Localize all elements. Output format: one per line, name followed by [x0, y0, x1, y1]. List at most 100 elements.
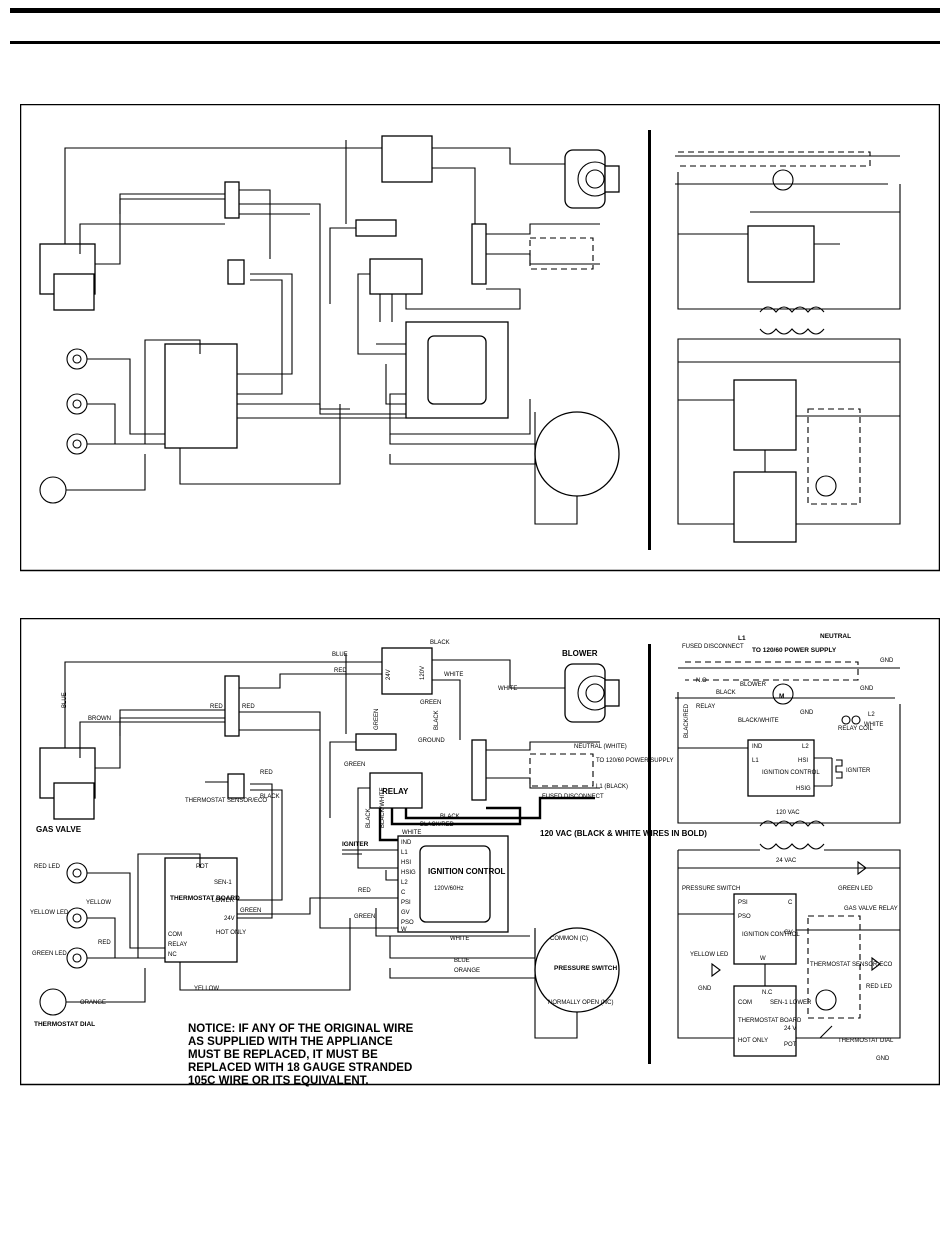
panel-divider — [648, 644, 651, 1064]
thermostat-board: THERMOSTAT BOARD POT SEN-1 LOWER 24V HOT… — [164, 857, 246, 963]
svg-text:IGNITION CONTROL: IGNITION CONTROL — [742, 932, 800, 938]
svg-text:C: C — [401, 890, 406, 896]
svg-text:GND: GND — [800, 710, 814, 716]
svg-text:HOT ONLY: HOT ONLY — [738, 1038, 768, 1044]
svg-text:NOTICE: IF ANY OF THE ORIGINA: NOTICE: IF ANY OF THE ORIGINAL WIRE — [188, 1023, 414, 1035]
svg-text:RED: RED — [98, 940, 111, 946]
svg-text:120V: 120V — [420, 666, 426, 680]
svg-text:NEUTRAL (WHITE): NEUTRAL (WHITE) — [574, 744, 627, 750]
svg-text:RED: RED — [242, 704, 255, 710]
svg-text:GV: GV — [401, 910, 410, 916]
terminal-strip-center — [355, 733, 397, 751]
svg-text:HSI: HSI — [798, 758, 808, 764]
svg-text:RED LED: RED LED — [34, 864, 61, 870]
svg-text:120 VAC (BLACK & WHITE WIRES I: 120 VAC (BLACK & WHITE WIRES IN BOLD) — [540, 829, 707, 838]
svg-text:BLACK: BLACK — [260, 794, 280, 800]
svg-text:IGNITER: IGNITER — [846, 768, 871, 774]
svg-text:PSO: PSO — [401, 920, 414, 926]
svg-text:POT: POT — [196, 864, 209, 870]
svg-text:GND: GND — [698, 986, 712, 992]
svg-text:THERMOSTAT SENSOR-ECO: THERMOSTAT SENSOR-ECO — [810, 962, 893, 968]
blower-motor-icon — [564, 663, 620, 723]
svg-text:TO 120/60 POWER SUPPLY: TO 120/60 POWER SUPPLY — [752, 647, 837, 654]
svg-text:BLACK: BLACK — [440, 814, 460, 820]
svg-text:GREEN LED: GREEN LED — [838, 886, 873, 892]
vac-note: 120 VAC (BLACK & WHITE WIRES IN BOLD) — [540, 829, 707, 838]
svg-text:W: W — [401, 927, 407, 933]
svg-text:GROUND: GROUND — [418, 738, 445, 744]
svg-text:L2: L2 — [401, 880, 408, 886]
svg-text:N.C: N.C — [762, 990, 773, 996]
ignition-terminal-labels: IND L1 HSI HSIG L2 C PSI GV PSO W — [401, 840, 416, 933]
red-led-symbol — [871, 956, 881, 972]
svg-text:RED: RED — [334, 668, 347, 674]
svg-text:THERMOSTAT DIAL: THERMOSTAT DIAL — [34, 1021, 95, 1028]
green-led-symbol — [857, 860, 867, 876]
svg-text:BROWN: BROWN — [88, 716, 111, 722]
svg-text:COM: COM — [738, 1000, 752, 1006]
svg-text:BLUE: BLUE — [332, 652, 348, 658]
svg-text:PSI: PSI — [401, 900, 411, 906]
svg-text:THERMOSTAT BOARD: THERMOSTAT BOARD — [738, 1018, 802, 1024]
upper-wiring-diagram — [20, 104, 940, 572]
svg-text:RELAY COIL: RELAY COIL — [838, 726, 873, 732]
svg-text:PSI: PSI — [738, 900, 748, 906]
svg-text:COM: COM — [168, 932, 182, 938]
svg-text:HSIG: HSIG — [401, 870, 416, 876]
thermistor-symbol — [815, 989, 837, 1011]
svg-text:NC: NC — [168, 952, 177, 958]
transformer-120vac-coil — [759, 820, 825, 827]
svg-text:L1: L1 — [752, 758, 759, 764]
terminal-strip-right — [471, 739, 487, 801]
svg-text:AS SUPPLIED WITH THE APPLIANCE: AS SUPPLIED WITH THE APPLIANCE — [188, 1036, 393, 1048]
svg-text:L1: L1 — [738, 635, 746, 642]
notice-text: NOTICE: IF ANY OF THE ORIGINAL WIRE AS S… — [188, 1023, 414, 1087]
svg-text:YELLOW LED: YELLOW LED — [690, 952, 729, 958]
svg-text:MUST BE REPLACED, IT MUST BE: MUST BE REPLACED, IT MUST BE — [188, 1049, 378, 1061]
svg-text:GND: GND — [880, 658, 894, 664]
svg-text:RELAY: RELAY — [696, 704, 715, 710]
svg-text:GREEN: GREEN — [344, 762, 365, 768]
igniter-symbol — [831, 758, 843, 786]
svg-text:RELAY: RELAY — [168, 942, 187, 948]
svg-text:L2: L2 — [802, 744, 809, 750]
svg-text:N.O: N.O — [696, 678, 707, 684]
blower-motor-symbol — [772, 683, 794, 705]
svg-text:BLUE: BLUE — [62, 692, 68, 708]
svg-text:WHITE: WHITE — [444, 672, 463, 678]
svg-text:IGNITION CONTROL: IGNITION CONTROL — [762, 770, 820, 776]
terminal-strip-left — [224, 675, 240, 737]
svg-text:120 VAC: 120 VAC — [776, 810, 800, 816]
svg-text:GREEN LED: GREEN LED — [32, 951, 67, 957]
wiring-runs-bold — [378, 796, 595, 842]
svg-text:BLACK: BLACK — [434, 710, 440, 730]
svg-text:THERMOSTAT SENSOR/ECO: THERMOSTAT SENSOR/ECO — [185, 798, 267, 804]
thermostat-sensor-icon — [205, 773, 245, 799]
svg-text:YELLOW: YELLOW — [86, 900, 111, 906]
svg-text:GREEN: GREEN — [354, 914, 375, 920]
svg-text:24V: 24V — [386, 669, 392, 680]
blower-label: BLOWER — [562, 649, 598, 658]
ladder-diagram: FUSED DISCONNECT L1 TO 120/60 POWER SUPP… — [675, 633, 901, 1062]
svg-text:GV: GV — [784, 930, 793, 936]
svg-text:YELLOW LED: YELLOW LED — [30, 910, 69, 916]
svg-text:GAS VALVE RELAY: GAS VALVE RELAY — [844, 906, 898, 912]
igniter-icon — [342, 849, 362, 855]
svg-text:NEUTRAL: NEUTRAL — [820, 633, 851, 640]
thermostat-dial-symbol — [819, 1025, 833, 1039]
svg-text:WHITE: WHITE — [450, 936, 469, 942]
svg-text:LOWER: LOWER — [212, 898, 235, 904]
svg-text:GREEN: GREEN — [240, 908, 261, 914]
svg-text:SEN-1: SEN-1 — [214, 880, 232, 886]
svg-text:BLACK: BLACK — [430, 640, 450, 646]
svg-text:GND: GND — [876, 1056, 890, 1062]
yellow-led-symbol — [711, 962, 721, 978]
svg-text:WHITE: WHITE — [402, 830, 421, 836]
relay-box — [369, 772, 423, 809]
relay-coil-symbol — [841, 715, 851, 725]
svg-text:IGNITER: IGNITER — [342, 841, 369, 848]
svg-text:FUSED DISCONNECT: FUSED DISCONNECT — [542, 794, 604, 800]
svg-text:PSO: PSO — [738, 914, 751, 920]
svg-text:FUSED DISCONNECT: FUSED DISCONNECT — [682, 644, 744, 650]
ladder-ignition-control — [747, 739, 815, 797]
